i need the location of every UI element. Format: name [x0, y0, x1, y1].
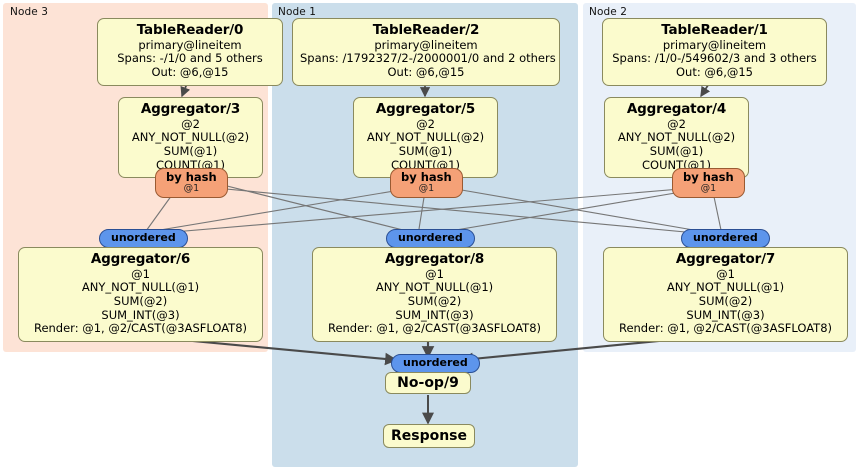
tablereader-table: primary@lineitem: [662, 37, 767, 52]
aggregator-group: @1: [716, 266, 735, 281]
aggregator-func-2: SUM(@2): [407, 294, 462, 309]
aggregator-func-1: ANY_NOT_NULL(@1): [375, 280, 494, 295]
tablereader-box-1[interactable]: TableReader/1 primary@lineitem Spans: /1…: [602, 18, 827, 86]
hash-router-2[interactable]: by hash @1: [672, 168, 745, 199]
aggregator-func-3: COUNT(@1): [391, 157, 460, 172]
aggregator-func-3: SUM_INT(@3): [395, 307, 474, 322]
aggregator-title: Aggregator/3: [140, 101, 241, 117]
aggregator-group: @2: [416, 116, 435, 131]
aggregator-title: Aggregator/5: [375, 101, 476, 117]
aggregator-box-6[interactable]: Aggregator/6 @1 ANY_NOT_NULL(@1) SUM(@2)…: [18, 247, 263, 342]
aggregator-func-1: ANY_NOT_NULL(@2): [366, 130, 485, 145]
noop-box[interactable]: No-op/9: [385, 372, 471, 394]
hash-router-label: by hash: [166, 170, 217, 184]
aggregator-func-3: COUNT(@1): [642, 157, 711, 172]
aggregator-func-1: ANY_NOT_NULL(@2): [131, 130, 250, 145]
hash-router-1[interactable]: by hash @1: [390, 168, 463, 199]
aggregator-func-2: SUM(@1): [163, 144, 218, 159]
hash-router-label: by hash: [683, 170, 734, 184]
unordered-sync-final[interactable]: unordered: [391, 354, 480, 374]
response-box[interactable]: Response: [383, 424, 475, 448]
tablereader-table: primary@lineitem: [138, 37, 242, 52]
hash-router-0[interactable]: by hash @1: [155, 168, 228, 199]
tablereader-box-2[interactable]: TableReader/2 primary@lineitem Spans: /1…: [292, 18, 560, 86]
aggregator-box-4[interactable]: Aggregator/4 @2 ANY_NOT_NULL(@2) SUM(@1)…: [604, 97, 749, 179]
aggregator-title: Aggregator/6: [90, 251, 191, 267]
aggregator-box-5[interactable]: Aggregator/5 @2 ANY_NOT_NULL(@2) SUM(@1)…: [353, 97, 498, 179]
node-label-node2: Node 2: [589, 6, 628, 18]
aggregator-group: @1: [425, 266, 444, 281]
hash-router-label: by hash: [401, 170, 452, 184]
aggregator-title: Aggregator/7: [675, 251, 776, 267]
hash-router-column: @1: [418, 182, 435, 194]
tablereader-spans: Spans: /1792327/2-/2000001/0 and 2 other…: [300, 51, 556, 66]
edge-hash-to-unordered: [145, 182, 722, 235]
tablereader-spans: Spans: -/1/0 and 5 others: [117, 51, 263, 66]
aggregator-func-2: SUM(@2): [698, 294, 753, 309]
aggregator-box-7[interactable]: Aggregator/7 @1 ANY_NOT_NULL(@1) SUM(@2)…: [603, 247, 848, 342]
aggregator-title: Aggregator/8: [384, 251, 485, 267]
node-label-node3: Node 3: [10, 6, 49, 18]
aggregator-title: Aggregator/4: [626, 101, 727, 117]
aggregator-group: @2: [181, 116, 200, 131]
unordered-sync-1[interactable]: unordered: [386, 229, 475, 249]
unordered-sync-2[interactable]: unordered: [681, 229, 770, 249]
tablereader-out: Out: @6,@15: [151, 65, 229, 80]
tablereader-title: TableReader/0: [136, 22, 244, 38]
aggregator-func-1: ANY_NOT_NULL(@1): [81, 280, 200, 295]
tablereader-title: TableReader/2: [372, 22, 480, 38]
node-label-node1: Node 1: [278, 6, 317, 18]
tablereader-out: Out: @6,@15: [387, 65, 465, 80]
unordered-sync-0[interactable]: unordered: [99, 229, 188, 249]
aggregator-render: Render: @1, @2/CAST(@3ASFLOAT8): [618, 321, 833, 336]
hash-router-column: @1: [183, 182, 200, 194]
aggregator-func-2: SUM(@2): [113, 294, 168, 309]
tablereader-title: TableReader/1: [661, 22, 768, 38]
aggregator-group: @2: [667, 116, 686, 131]
aggregator-func-1: ANY_NOT_NULL(@2): [617, 130, 736, 145]
tablereader-out: Out: @6,@15: [676, 65, 753, 80]
aggregator-render: Render: @1, @2/CAST(@3ASFLOAT8): [327, 321, 542, 336]
aggregator-group: @1: [131, 266, 150, 281]
aggregator-render: Render: @1, @2/CAST(@3ASFLOAT8): [33, 321, 248, 336]
aggregator-func-2: SUM(@1): [649, 144, 704, 159]
aggregator-func-3: COUNT(@1): [156, 157, 225, 172]
hash-router-column: @1: [700, 182, 717, 194]
tablereader-table: primary@lineitem: [374, 37, 478, 52]
aggregator-box-8[interactable]: Aggregator/8 @1 ANY_NOT_NULL(@1) SUM(@2)…: [312, 247, 557, 342]
aggregator-func-1: ANY_NOT_NULL(@1): [666, 280, 785, 295]
tablereader-box-0[interactable]: TableReader/0 primary@lineitem Spans: -/…: [97, 18, 283, 86]
aggregator-box-3[interactable]: Aggregator/3 @2 ANY_NOT_NULL(@2) SUM(@1)…: [118, 97, 263, 179]
aggregator-func-2: SUM(@1): [398, 144, 453, 159]
aggregator-func-3: SUM_INT(@3): [101, 307, 180, 322]
aggregator-func-3: SUM_INT(@3): [686, 307, 765, 322]
tablereader-spans: Spans: /1/0-/549602/3 and 3 others: [612, 51, 817, 66]
